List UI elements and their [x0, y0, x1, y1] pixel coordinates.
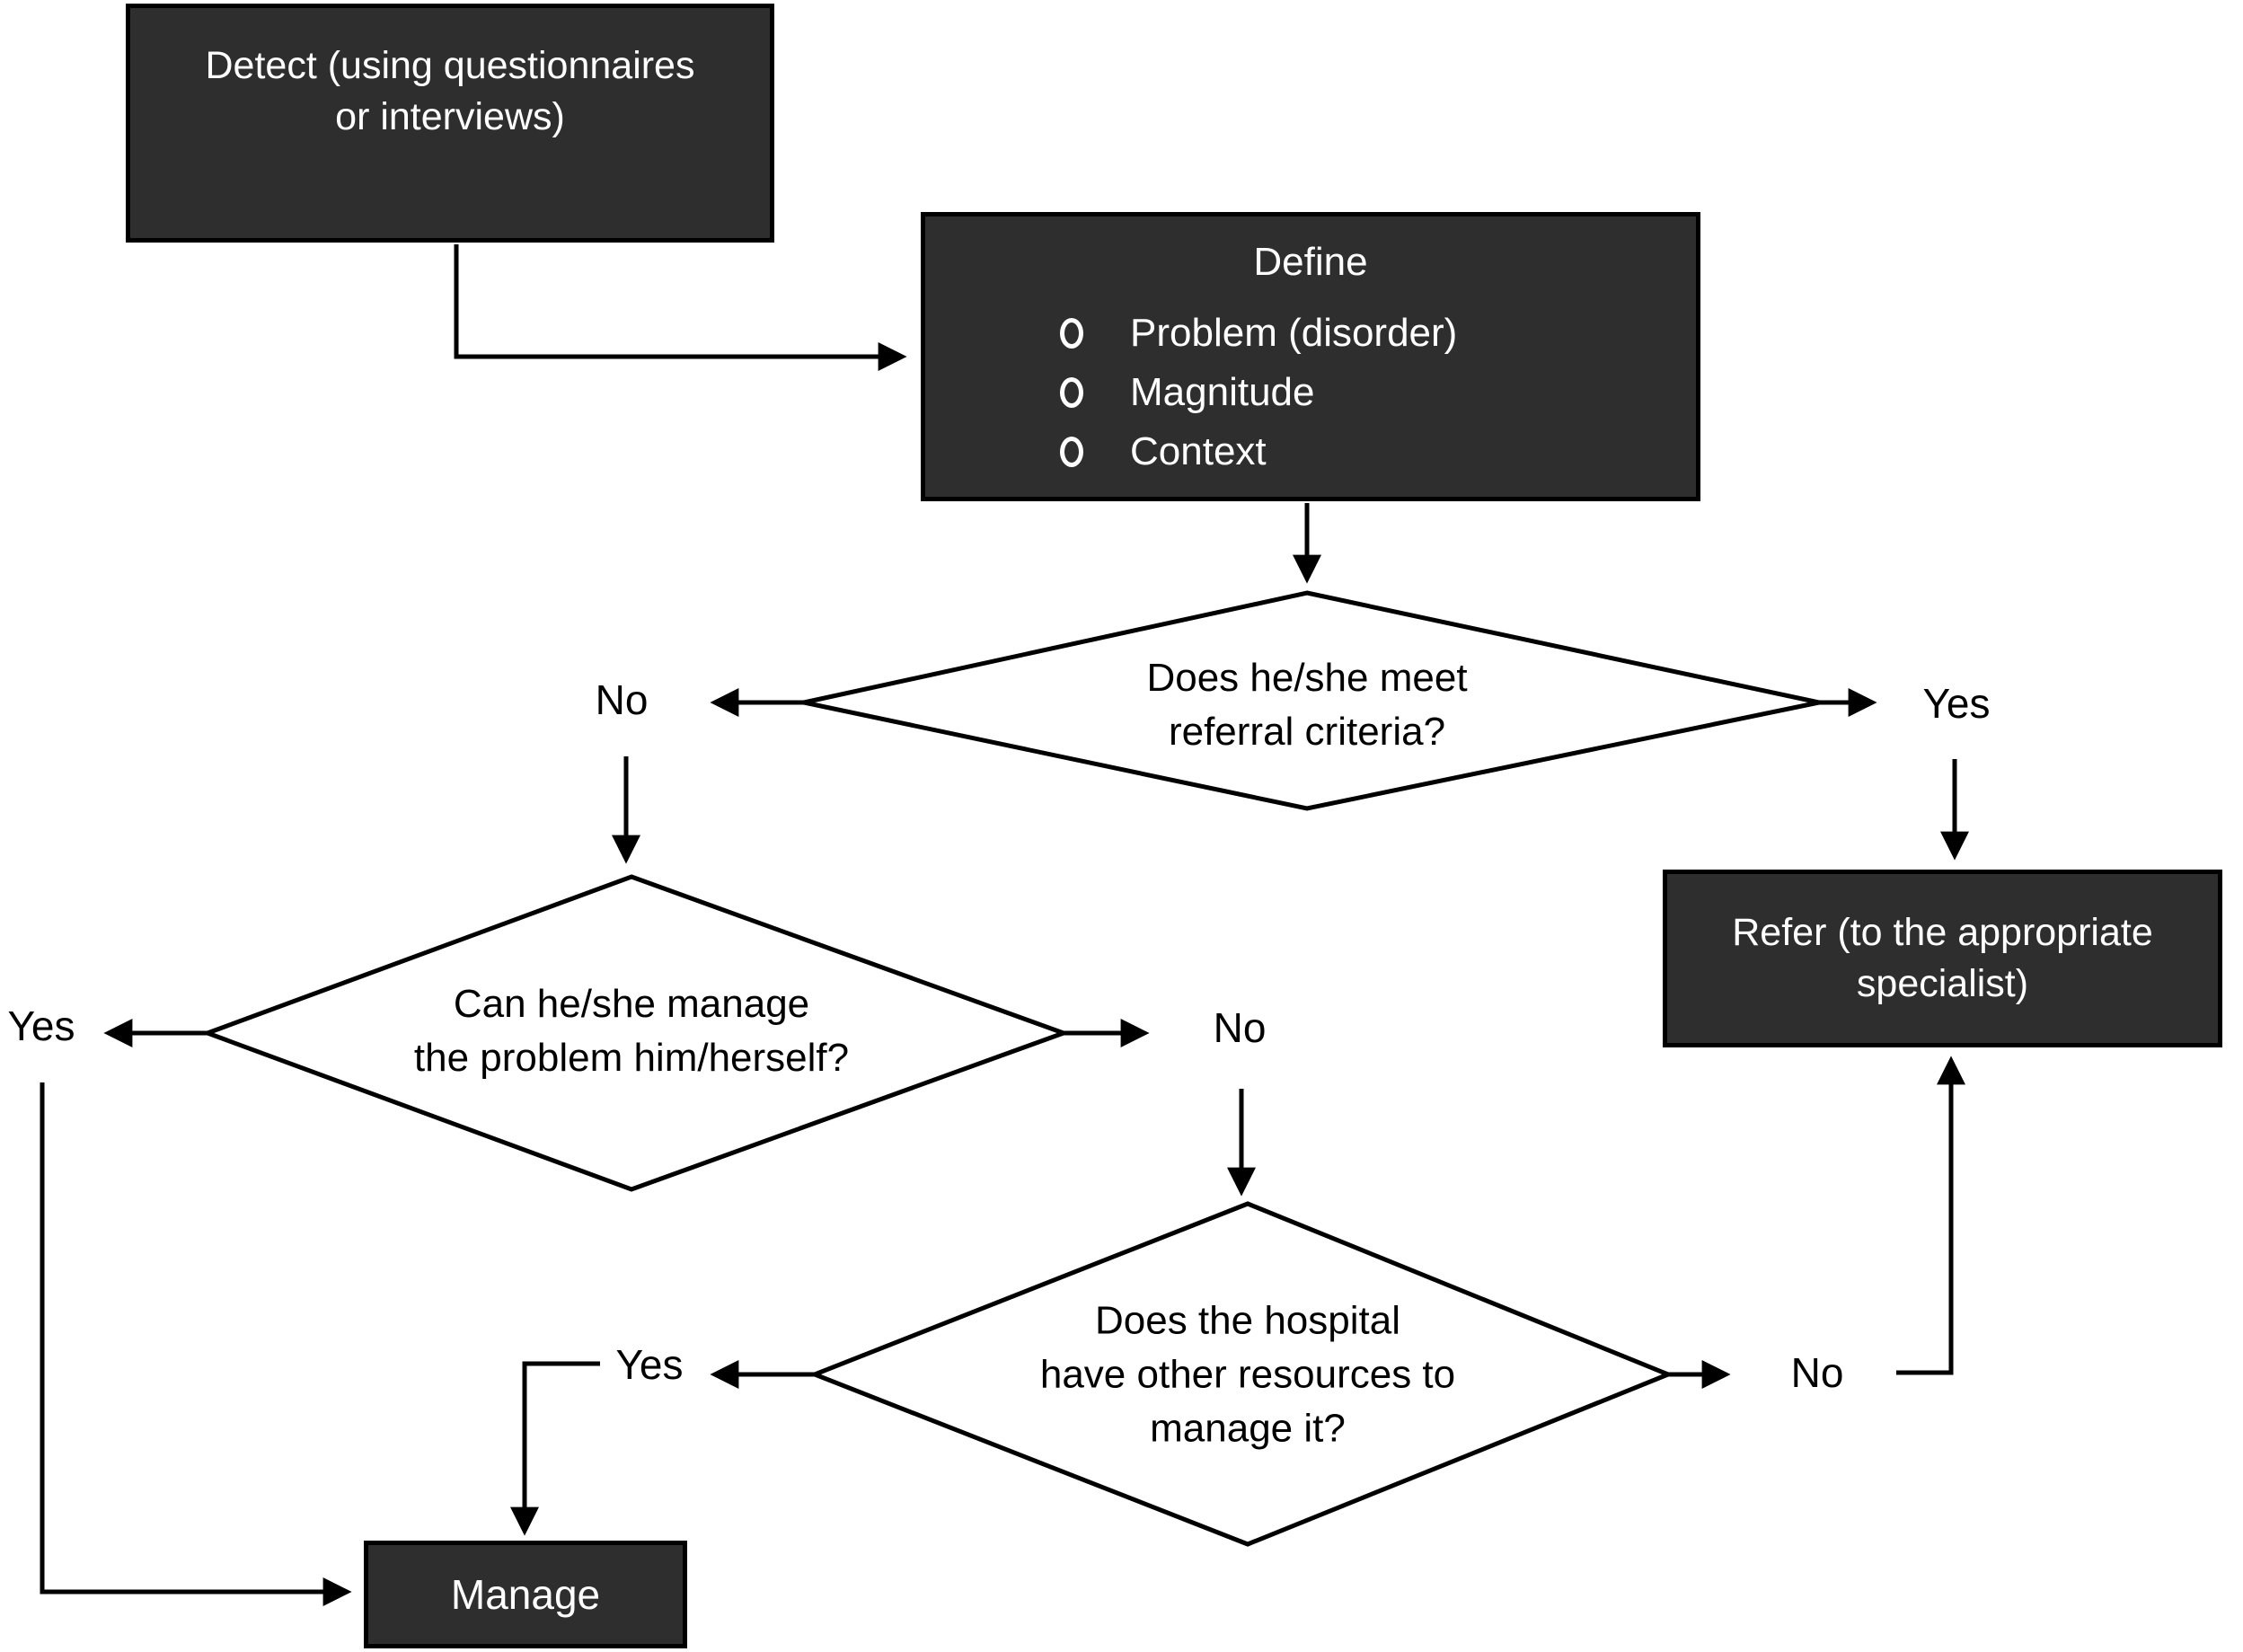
decision-referral-line-1: Does he/she meet [1146, 656, 1468, 701]
define-bullet-context: Context [1130, 429, 1267, 473]
decision-hospital-resources-diamond [808, 1201, 1674, 1547]
decision-referral-diamond [803, 590, 1820, 811]
define-bullet-magnitude: Magnitude [1130, 370, 1315, 414]
circle-bullet-icon [1060, 318, 1083, 349]
edge-no-to-refer-box-bottom [1896, 1056, 1965, 1375]
refer-label-line-2: specialist) [1856, 962, 2029, 1005]
circle-bullet-icon [1060, 377, 1083, 408]
hospital-yes-label: Yes [615, 1341, 684, 1388]
self-manage-no-label: No [1213, 1004, 1267, 1051]
detect-label-line-2: or interviews) [335, 94, 565, 138]
circle-bullet-icon [1060, 437, 1083, 467]
edge-yes-to-manage-box-top [510, 1361, 600, 1536]
manage-label: Manage [450, 1571, 601, 1618]
list-item: Problem (disorder) [1060, 311, 1696, 355]
define-bullet-problem: Problem (disorder) [1130, 311, 1458, 355]
define-node: Define Problem (disorder) Magnitude Cont… [921, 212, 1700, 501]
decision-hospital-line-3: manage it? [1150, 1405, 1346, 1450]
decision-self-manage-label: Can he/she manage the problem him/hersel… [414, 977, 849, 1085]
edge-yes-to-manage-box [40, 1082, 352, 1606]
decision-self-manage-line-1: Can he/she manage [453, 982, 810, 1027]
decision-hospital-line-1: Does the hospital [1094, 1298, 1400, 1343]
manage-node: Manage [364, 1541, 687, 1648]
list-item: Magnitude [1060, 370, 1696, 414]
decision-self-manage-line-2: the problem him/herself? [413, 1036, 850, 1080]
self-manage-yes-label: Yes [7, 1003, 75, 1049]
edge-detect-to-define [454, 244, 907, 371]
decision-self-manage-diamond [200, 874, 1071, 1192]
referral-yes-label: Yes [1922, 680, 1991, 727]
decision-referral-line-2: referral criteria? [1168, 710, 1446, 754]
define-title: Define [1253, 240, 1368, 284]
list-item: Context [1060, 429, 1696, 473]
detect-node: Detect (using questionnaires or intervie… [126, 4, 774, 243]
decision-hospital-line-2: have other resources to [1039, 1352, 1456, 1397]
define-bullet-list: Problem (disorder) Magnitude Context [1060, 311, 1696, 473]
referral-no-label: No [595, 676, 649, 723]
refer-label-line-1: Refer (to the appropriate [1732, 911, 2153, 955]
hospital-no-label: No [1790, 1349, 1844, 1396]
detect-label-line-1: Detect (using questionnaires [205, 44, 695, 87]
refer-node: Refer (to the appropriate specialist) [1663, 870, 2222, 1047]
decision-hospital-resources-label: Does the hospital have other resources t… [1040, 1294, 1455, 1454]
decision-referral-label: Does he/she meet referral criteria? [1146, 651, 1467, 759]
